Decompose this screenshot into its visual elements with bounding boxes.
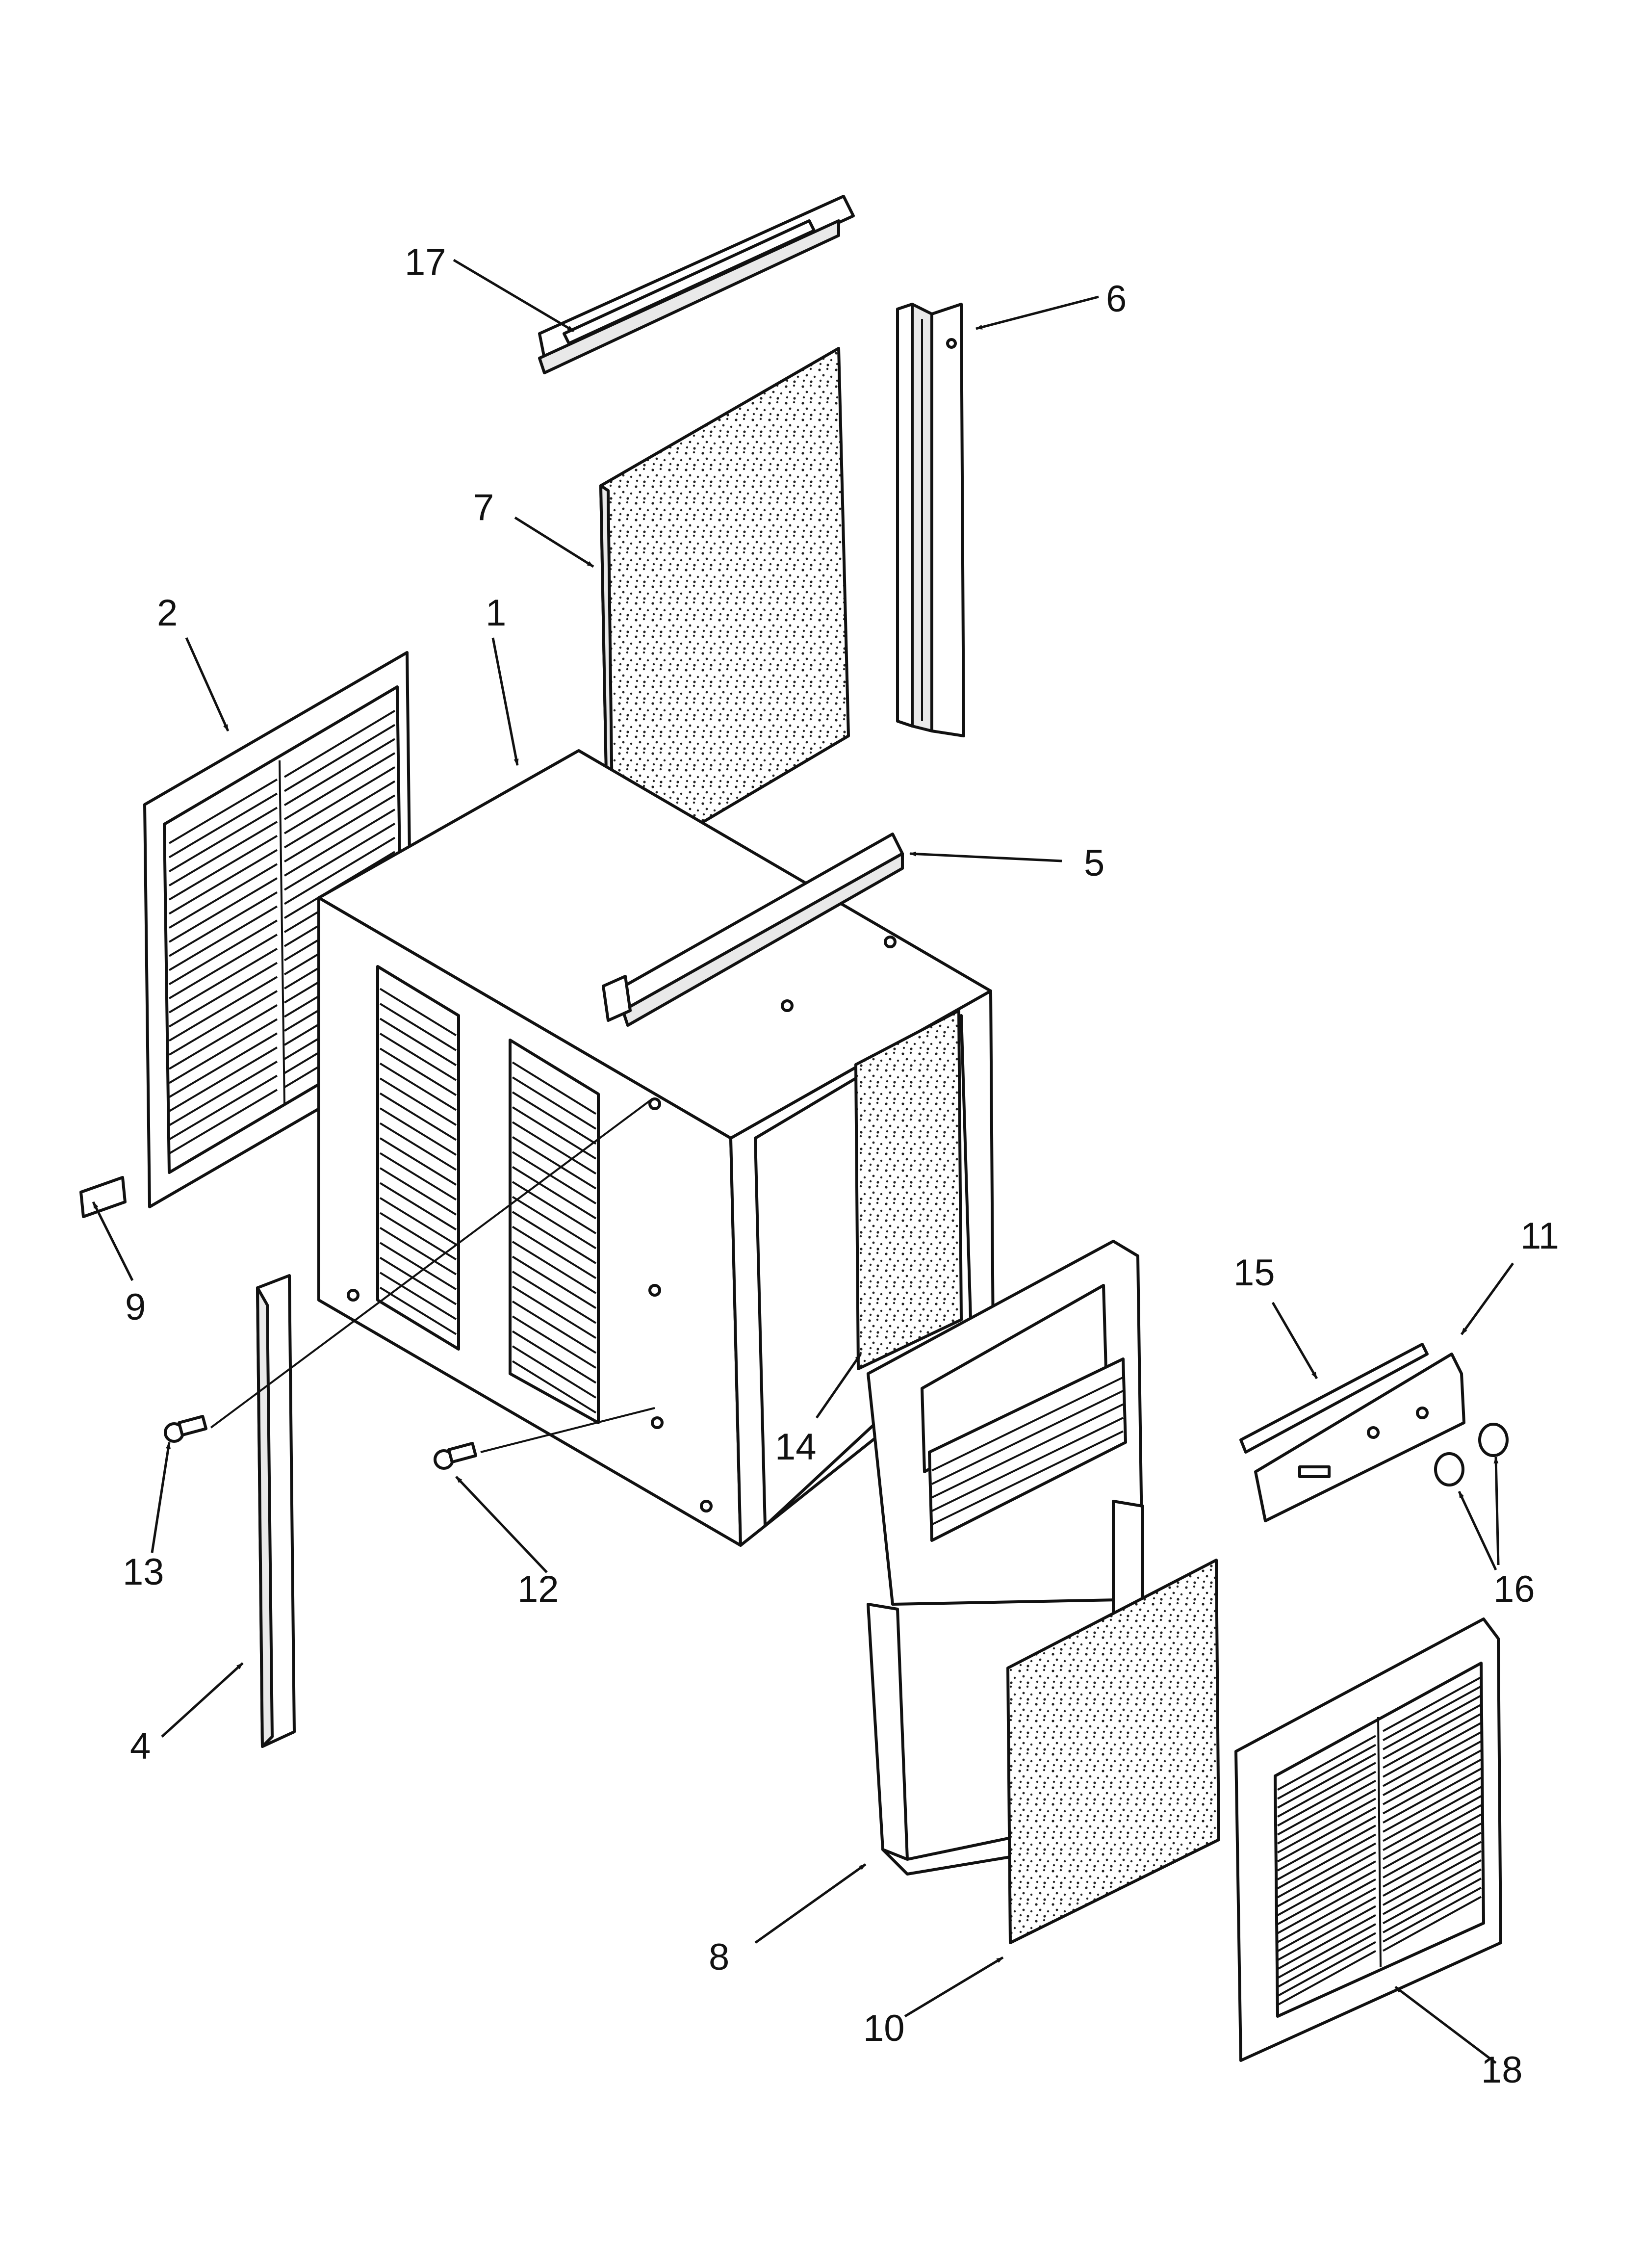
callout-4: 4 xyxy=(130,1725,151,1767)
part-17-top-rail xyxy=(538,195,855,374)
callout-8: 8 xyxy=(709,1936,729,1978)
callout-16: 16 xyxy=(1493,1568,1535,1610)
part-12-screw xyxy=(434,1442,478,1470)
callout-13: 13 xyxy=(123,1551,164,1593)
callout-labels: 1 2 4 5 6 7 8 9 10 11 12 13 14 15 16 17 … xyxy=(123,241,1559,2091)
callout-7: 7 xyxy=(473,487,494,528)
part-10-front-filter xyxy=(1006,1559,1220,1944)
part-16-knobs xyxy=(1434,1423,1509,1486)
callout-11: 11 xyxy=(1520,1215,1559,1257)
leader-lines xyxy=(92,259,1514,2064)
part-5-center-rail xyxy=(602,833,904,1027)
callout-2: 2 xyxy=(157,592,178,634)
callout-10: 10 xyxy=(863,2007,905,2049)
callout-12: 12 xyxy=(517,1568,559,1610)
part-9-label xyxy=(79,1176,127,1218)
part-4-corner-post xyxy=(256,1274,296,1748)
part-11-control-plate xyxy=(1254,1353,1465,1522)
part-18-front-grille xyxy=(1234,1617,1502,2062)
callout-5: 5 xyxy=(1084,842,1104,884)
callout-9: 9 xyxy=(125,1286,146,1328)
callout-1: 1 xyxy=(486,592,506,634)
callout-15: 15 xyxy=(1233,1252,1275,1294)
callout-6: 6 xyxy=(1106,278,1127,320)
part-13-screw xyxy=(164,1415,208,1443)
callout-18: 18 xyxy=(1481,2049,1523,2091)
callout-17: 17 xyxy=(405,241,446,283)
callout-14: 14 xyxy=(775,1426,817,1468)
part-15-bracket xyxy=(1239,1343,1429,1454)
part-1-cabinet xyxy=(317,749,995,1547)
part-6-side-channel xyxy=(896,303,965,737)
